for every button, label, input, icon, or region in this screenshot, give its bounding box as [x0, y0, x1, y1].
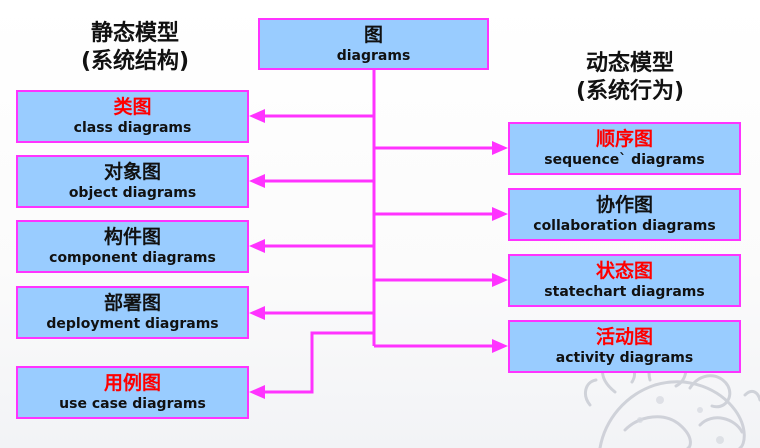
dynamic-model-title: 动态模型: [585, 51, 674, 76]
arrow-sequence: [492, 141, 508, 155]
class-diagram-box: 类图 class diagrams: [16, 90, 249, 143]
static-model-title: 静态模型: [90, 21, 179, 46]
arrow-usecase: [249, 385, 265, 399]
component-diagram-en: component diagrams: [49, 250, 216, 266]
sequence-diagram-en: sequence` diagrams: [544, 152, 705, 168]
static-model-subtitle: (系统结构): [80, 49, 190, 74]
arrow-component: [249, 239, 265, 253]
usecase-diagram-box: 用例图 use case diagrams: [16, 366, 249, 419]
usecase-diagram-en: use case diagrams: [59, 396, 206, 412]
deployment-diagram-zh: 部署图: [103, 292, 161, 314]
arrow-class: [249, 109, 265, 123]
collaboration-diagram-zh: 协作图: [595, 194, 653, 216]
sequence-diagram-zh: 顺序图: [595, 128, 653, 150]
arrow-activity: [492, 339, 508, 353]
dynamic-model-subtitle: (系统行为): [575, 79, 685, 104]
deployment-diagram-en: deployment diagrams: [46, 316, 219, 332]
statechart-diagram-box: 状态图 statechart diagrams: [508, 254, 741, 307]
component-diagram-box: 构件图 component diagrams: [16, 220, 249, 273]
static-model-heading: 静态模型 (系统结构): [50, 20, 220, 76]
root-diagrams-box: 图 diagrams: [258, 18, 489, 70]
arrow-collaboration: [492, 207, 508, 221]
root-zh-label: 图: [363, 23, 383, 46]
activity-diagram-box: 活动图 activity diagrams: [508, 320, 741, 373]
collaboration-diagram-box: 协作图 collaboration diagrams: [508, 188, 741, 241]
arrow-object: [249, 174, 265, 188]
sequence-diagram-box: 顺序图 sequence` diagrams: [508, 122, 741, 175]
class-diagram-en: class diagrams: [73, 120, 192, 136]
object-diagram-zh: 对象图: [103, 161, 161, 183]
component-diagram-zh: 构件图: [103, 226, 161, 248]
statechart-diagram-en: statechart diagrams: [544, 284, 705, 300]
dynamic-model-heading: 动态模型 (系统行为): [545, 50, 715, 106]
object-diagram-en: object diagrams: [68, 185, 197, 201]
usecase-diagram-zh: 用例图: [103, 372, 161, 394]
branch-usecase: [263, 331, 374, 394]
arrow-deployment: [249, 306, 265, 320]
deployment-diagram-box: 部署图 deployment diagrams: [16, 286, 249, 339]
object-diagram-box: 对象图 object diagrams: [16, 155, 249, 208]
class-diagram-zh: 类图: [113, 96, 152, 118]
activity-diagram-zh: 活动图: [595, 326, 653, 348]
arrow-statechart: [492, 273, 508, 287]
statechart-diagram-zh: 状态图: [595, 260, 653, 282]
activity-diagram-en: activity diagrams: [555, 350, 694, 366]
collaboration-diagram-en: collaboration diagrams: [533, 218, 716, 234]
root-en-label: diagrams: [336, 47, 411, 64]
